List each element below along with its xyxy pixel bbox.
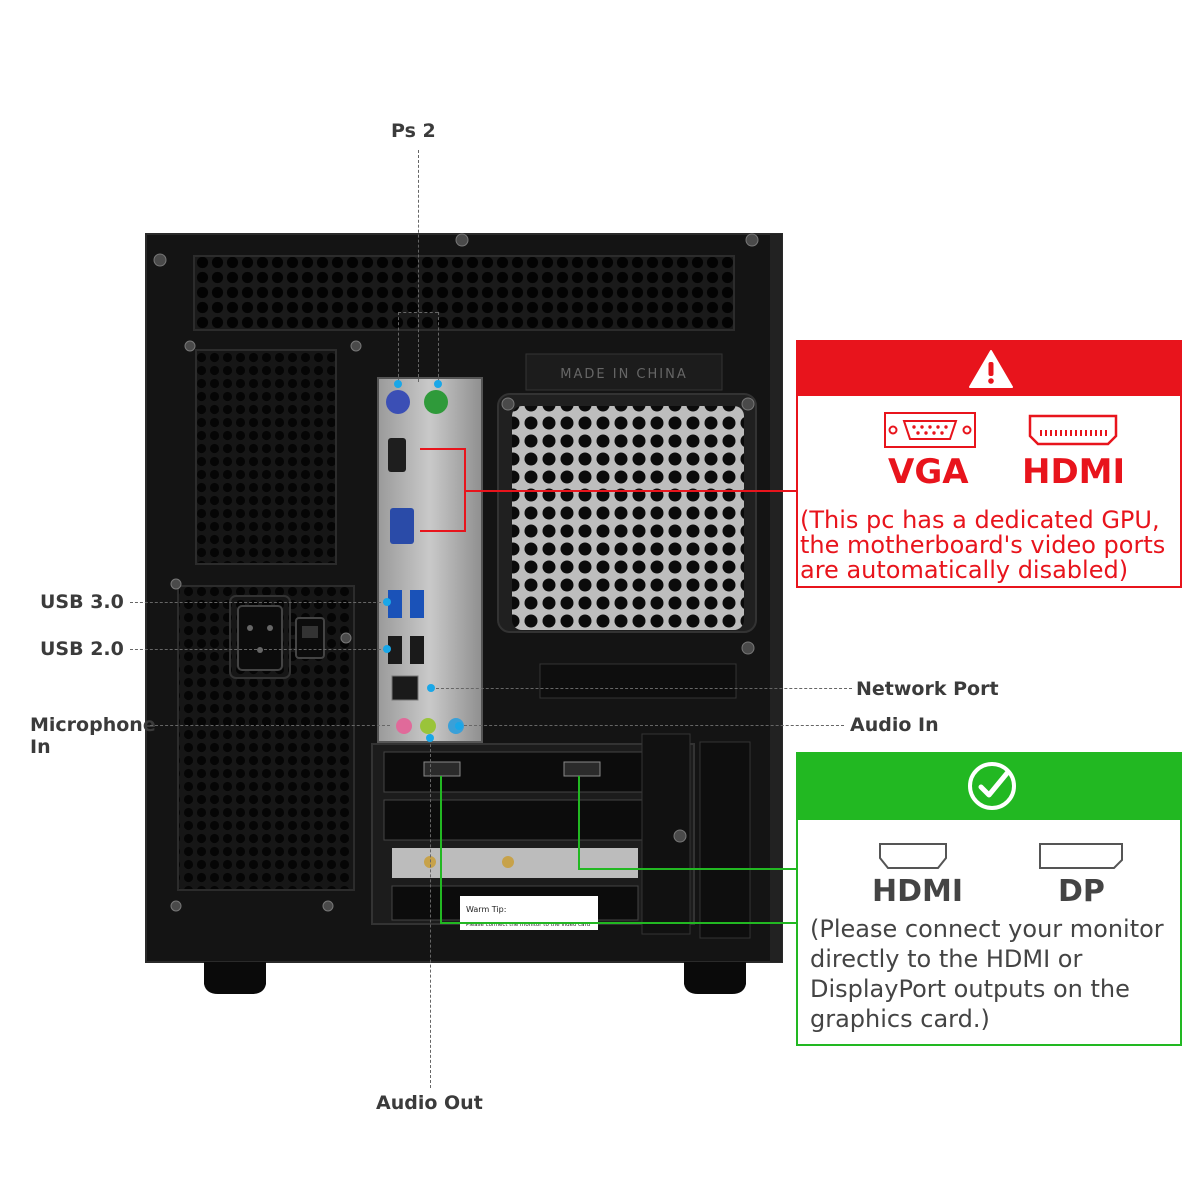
network-port-label: Network Port [856, 678, 999, 700]
case-foot-left [204, 962, 266, 994]
ps2-mouse-marker [434, 380, 442, 388]
fan-grill [512, 406, 744, 630]
ps2-leader [418, 150, 419, 382]
svg-text:Warm Tip:: Warm Tip: [466, 905, 506, 914]
usb30-leader [130, 602, 386, 603]
ps2-label: Ps 2 [391, 120, 436, 142]
hdmi-port-icon [879, 843, 947, 869]
svg-text:Please connect the monitor to: Please connect the monitor to the video … [466, 922, 590, 928]
vga-port-icon [884, 412, 976, 448]
ok-connector-line [578, 868, 796, 870]
network-port-marker [427, 684, 435, 692]
usb20-marker [383, 645, 391, 653]
check-circle-icon [968, 762, 1016, 810]
warning-note-line1: (This pc has a dedicated GPU, [800, 506, 1160, 534]
ok-note-line2: directly to the HDMI or [810, 945, 1083, 973]
audio-in-label: Audio In [850, 714, 939, 736]
usb20-leader [130, 649, 386, 650]
case-foot-right [684, 962, 746, 994]
hdmi-label-warning: HDMI [1022, 452, 1126, 492]
microphone-label: Microphone [30, 714, 156, 736]
displayport-icon [1039, 843, 1123, 869]
ok-header [798, 754, 1180, 820]
audio-in-marker [455, 722, 463, 730]
made-in-china-label: MADE IN CHINA [560, 367, 687, 382]
microphone-leader [150, 725, 390, 726]
warning-triangle-icon [969, 350, 1013, 388]
usb30-label: USB 3.0 [40, 591, 124, 613]
ok-note-line4: graphics card.) [810, 1005, 990, 1033]
usb20-label: USB 2.0 [40, 638, 124, 660]
warning-note-line3: are automatically disabled) [800, 556, 1129, 584]
ok-note-line1: (Please connect your monitor [810, 915, 1164, 943]
warning-header [798, 342, 1180, 396]
microphone-in-label: In [30, 736, 51, 758]
audio-out-leader [430, 734, 431, 1088]
ok-note-line3: DisplayPort outputs on the [810, 975, 1130, 1003]
side-vent-upper [195, 349, 337, 565]
hdmi-label: HDMI [872, 874, 964, 909]
motherboard-video-warning-panel: VGA HDMI (This pc has a dedicated GPU, t… [796, 340, 1182, 588]
gpu-video-output-panel: HDMI DP (Please connect your monitor dir… [796, 752, 1182, 1046]
ps2-keyboard-marker [394, 380, 402, 388]
hdmi-port-icon-warning [1028, 414, 1118, 446]
warm-tip-card [460, 896, 598, 930]
warning-note-line2: the motherboard's video ports [800, 531, 1166, 559]
audio-out-label: Audio Out [376, 1092, 483, 1114]
audio-out-marker [426, 734, 434, 742]
top-vent [193, 255, 735, 331]
network-port-leader [436, 688, 852, 689]
usb30-marker [383, 598, 391, 606]
power-socket [237, 605, 283, 671]
audio-in-leader [464, 725, 844, 726]
vga-label: VGA [888, 452, 969, 492]
dp-label: DP [1058, 874, 1105, 909]
warning-connector-line [464, 490, 796, 492]
